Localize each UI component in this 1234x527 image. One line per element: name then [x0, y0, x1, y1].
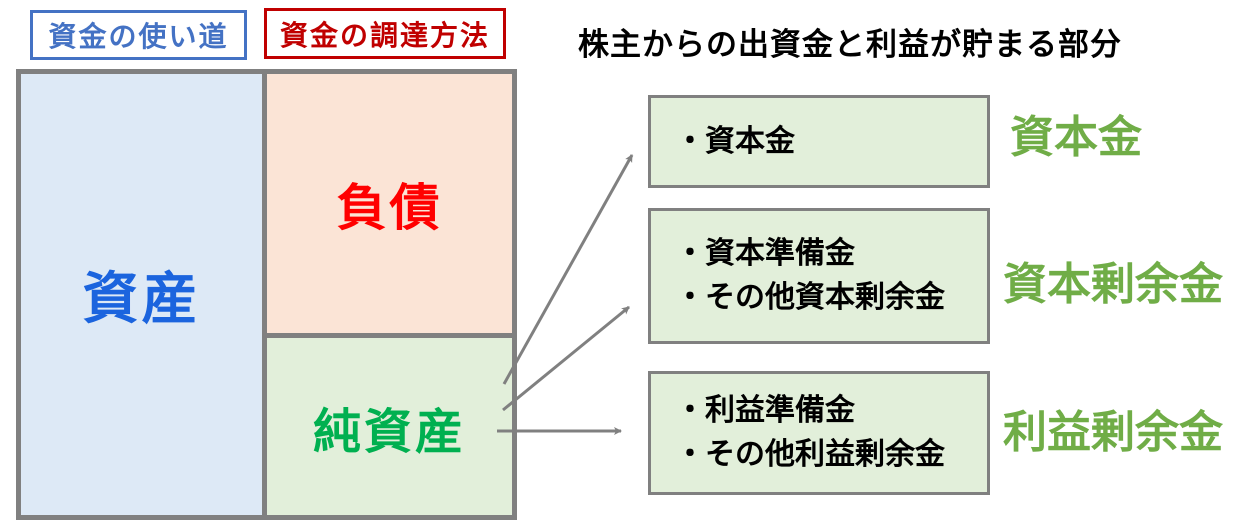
capital-stock-category-label: 資本金 — [1010, 112, 1142, 163]
net-assets-cell: 純資産 — [267, 338, 512, 515]
other-retained-earnings-item: ・その他利益剰余金 — [675, 437, 945, 472]
diagram-title: 株主からの出資金と利益が貯まる部分 — [578, 27, 1122, 63]
net-assets-label: 純資産 — [312, 403, 466, 460]
liabilities-cell: 負債 — [267, 74, 512, 333]
capital-reserve-item: ・資本準備金 — [675, 236, 855, 271]
capital-stock-box: ・資本金 — [648, 95, 990, 188]
earnings-reserve-item: ・利益準備金 — [675, 393, 855, 428]
capital-surplus-box: ・資本準備金 ・その他資本剰余金 — [648, 208, 990, 344]
capital-surplus-category-label: 資本剰余金 — [1003, 259, 1223, 310]
legend-funds-use: 資金の使い道 — [30, 10, 247, 60]
legend-funds-use-label: 資金の使い道 — [48, 20, 229, 53]
legend-funds-procurement-label: 資金の調達方法 — [279, 18, 490, 52]
legend-funds-procurement: 資金の調達方法 — [264, 8, 506, 59]
assets-label: 資産 — [82, 267, 201, 332]
capital-stock-item: ・資本金 — [675, 123, 795, 159]
liabilities-label: 負債 — [336, 178, 443, 237]
retained-earnings-category-label: 利益剰余金 — [1003, 407, 1223, 458]
other-capital-surplus-item: ・その他資本剰余金 — [675, 280, 945, 315]
assets-cell: 資産 — [21, 74, 262, 515]
arrow-to-capital-surplus-box — [502, 305, 630, 412]
arrow-to-capital-stock-box — [502, 154, 634, 385]
balance-sheet-table: 資産 負債 純資産 — [16, 69, 517, 520]
retained-earnings-box: ・利益準備金 ・その他利益剰余金 — [648, 371, 990, 495]
